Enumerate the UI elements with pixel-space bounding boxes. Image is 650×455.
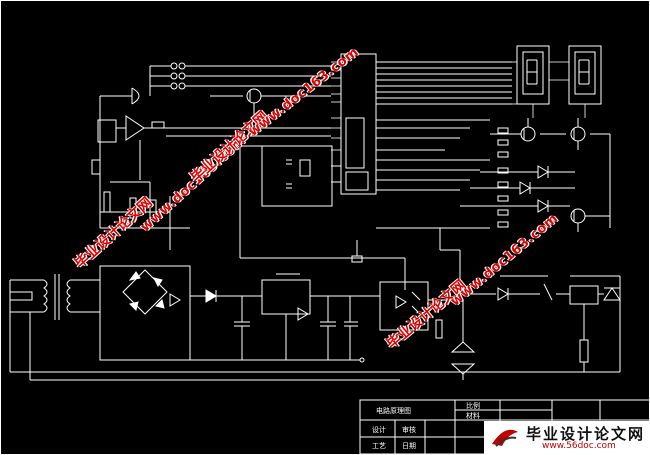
right-transistors (570, 208, 610, 232)
control-transistor (210, 88, 331, 118)
resistor-array (497, 127, 509, 228)
seven-segment-display-right (568, 45, 602, 105)
signal-rails (239, 145, 490, 290)
display-pin-lines (512, 61, 586, 118)
optocoupler (379, 250, 461, 339)
sensor-network (91, 159, 190, 250)
driver-transistors (490, 118, 611, 228)
title-cell-material: 材料 (466, 412, 480, 420)
switch-relays (149, 62, 331, 96)
title-cell-design: 设计 (372, 426, 386, 434)
triac (450, 300, 476, 380)
bridge-rectifier (99, 265, 191, 361)
drawing-title: 电路原理图 (376, 407, 411, 415)
ground-rail (9, 312, 620, 381)
led-indicator-group (460, 165, 575, 213)
title-cell-review: 审核 (402, 426, 416, 434)
voltage-regulator (261, 273, 380, 360)
bridge-leads (190, 289, 262, 303)
title-cell-process: 工艺 (372, 442, 386, 450)
data-bus (376, 61, 512, 191)
corner-logo-url: www.56doc.com (542, 441, 616, 451)
microcontroller-chip (340, 53, 377, 195)
opamp-comparator (97, 115, 331, 180)
load-circuit (470, 275, 621, 372)
bottom-connector (351, 240, 363, 263)
filter-capacitors (234, 296, 358, 360)
logo-mark-icon (492, 429, 518, 447)
title-cell-date: 日期 (402, 442, 416, 450)
seven-segment-display-left (516, 45, 550, 105)
corner-logo-title: 毕业设计论文网 (526, 425, 646, 443)
crystal-oscillator (261, 145, 341, 207)
transformer (9, 274, 100, 320)
title-cell-scale: 比例 (466, 402, 480, 410)
